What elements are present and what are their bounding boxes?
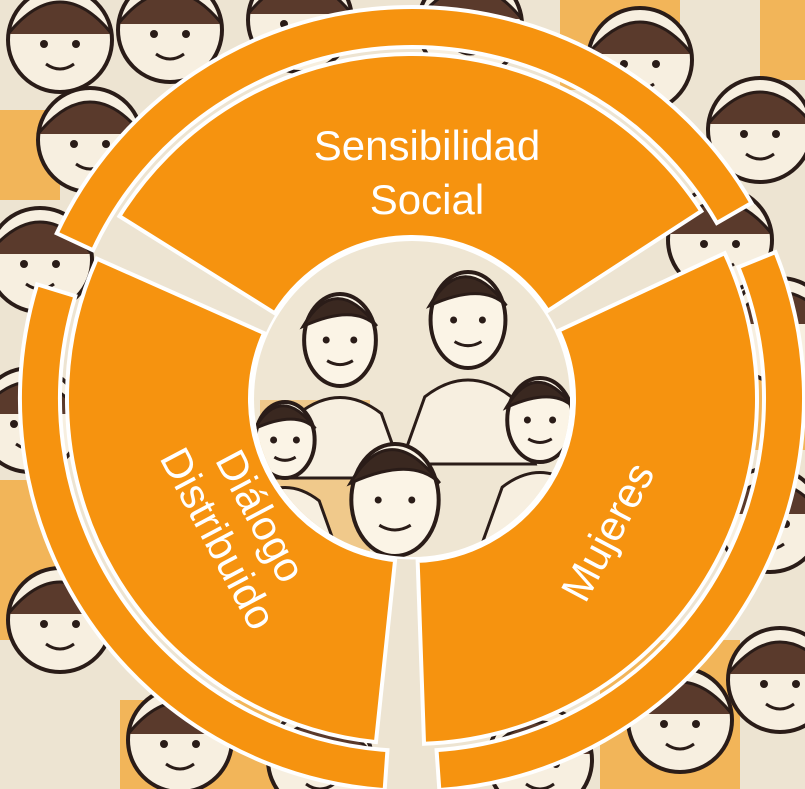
label-sensibilidad-social-line2: Social	[370, 176, 484, 223]
outer-ring-arc-top	[54, 5, 755, 253]
label-sensibilidad-social-line1: Sensibilidad	[314, 122, 541, 169]
diagram-segments	[65, 52, 759, 746]
outer-ring-arc-left	[18, 281, 390, 789]
center-hub	[251, 238, 573, 560]
outer-ring-arc-right	[434, 249, 805, 789]
segment-mujeres[interactable]	[415, 250, 759, 746]
segment-dialogo-distribuido[interactable]	[65, 256, 398, 745]
center-faces-illustration	[254, 241, 570, 557]
segment-sensibilidad-social[interactable]	[116, 52, 705, 316]
outer-ring	[18, 5, 805, 789]
